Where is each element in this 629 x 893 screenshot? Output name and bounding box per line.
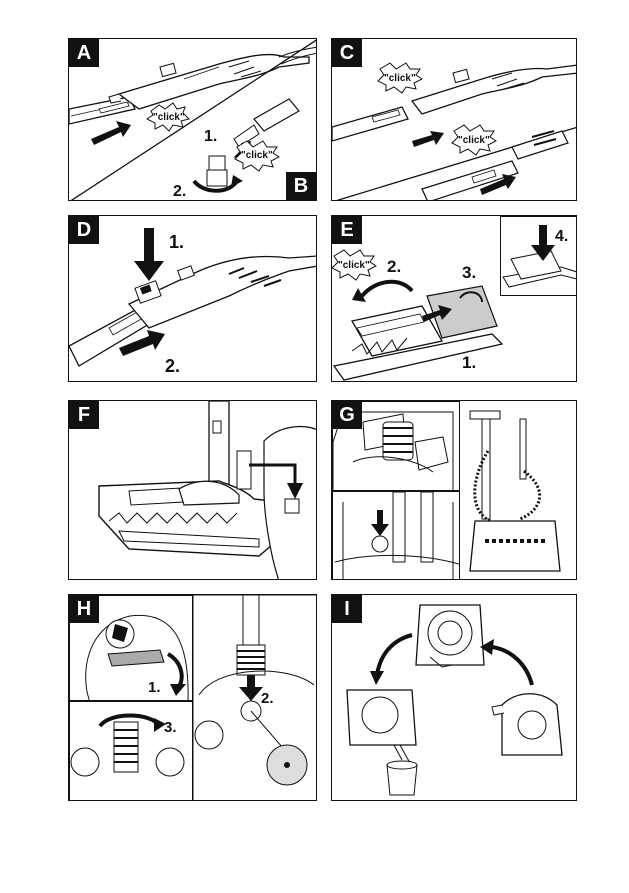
illustration-f [98, 401, 316, 579]
click-label: "click" [153, 112, 185, 123]
panel-h: 1. 3. 2. H [68, 594, 317, 801]
click-label-b: "click" [241, 150, 273, 161]
panel-a-badge: A [69, 39, 99, 67]
panel-b-badge: B [286, 172, 316, 200]
step-1-label: 1. [204, 128, 217, 145]
panel-d: 1. 2. D [68, 215, 317, 382]
panel-i: I [331, 594, 577, 801]
step-2-label: 2. [261, 690, 274, 707]
panel-g: G [331, 400, 577, 580]
step-1-label: 1. [462, 353, 476, 372]
panel-c-badge: C [332, 39, 362, 67]
click-label-1: "click" [384, 73, 416, 84]
click-label-2: "click" [458, 135, 490, 146]
panel-g-badge: G [332, 401, 362, 429]
illustration-i [346, 604, 563, 796]
step-2-label: 2. [387, 257, 401, 276]
click-label: "click" [338, 260, 370, 271]
panel-e-inset: 4. [500, 216, 576, 296]
step-1-label: 1. [169, 232, 184, 252]
illustration-c: "click" "click" [332, 62, 576, 200]
illustration-a: "click" "click" 1. 2. [69, 39, 316, 200]
illustration-g-right [469, 410, 561, 572]
panel-i-badge: I [332, 595, 362, 623]
panel-a: "click" "click" 1. 2. A B [68, 38, 317, 201]
panel-e-badge: E [332, 216, 362, 244]
panel-f: F [68, 400, 317, 580]
panel-c: "click" "click" C [331, 38, 577, 201]
panel-h-badge: H [69, 595, 99, 623]
illustration-h-right: 2. [192, 595, 316, 800]
panel-g-bottom [332, 491, 460, 579]
step-2-label: 2. [173, 183, 186, 200]
step-3-label: 3. [164, 719, 177, 736]
illustration-h-top: 1. [85, 614, 189, 700]
illustration-e-inset: 4. [502, 225, 576, 288]
illustration-d: 1. 2. [69, 228, 316, 376]
panel-f-badge: F [69, 401, 99, 429]
panel-d-badge: D [69, 216, 99, 244]
step-3-label: 3. [462, 263, 476, 282]
illustration-e: "click" 2. 3. 1. [332, 249, 504, 381]
illustration-g-bottom [334, 492, 459, 579]
illustration-g-top [333, 411, 454, 490]
panel-h-bottom: 3. [69, 701, 193, 800]
illustration-h-bottom: 3. [70, 713, 185, 777]
step-2-label: 2. [165, 356, 180, 376]
panel-e: "click" 2. 3. 1. 4. E [331, 215, 577, 382]
step-4-label: 4. [555, 228, 568, 245]
step-1-label: 1. [148, 679, 161, 696]
